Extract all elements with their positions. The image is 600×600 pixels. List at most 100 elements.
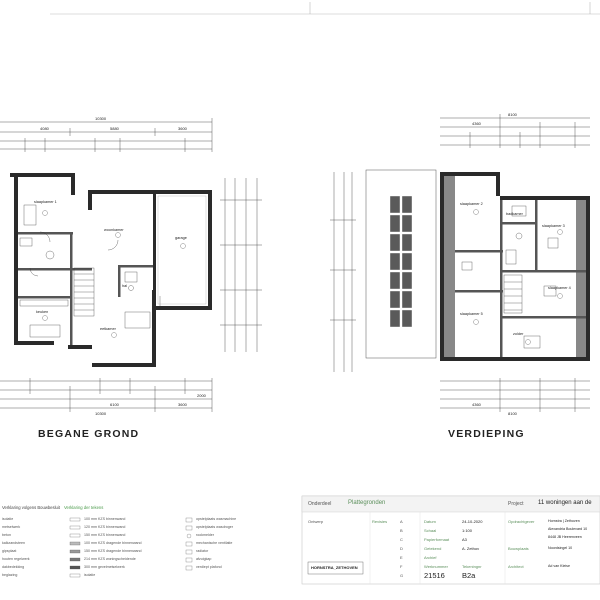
legend-item: 150 mm KZS binnenwand xyxy=(84,533,126,537)
legend-item: 100 mm KZS dragende binnenwand xyxy=(84,541,142,545)
room-label: badkamer xyxy=(506,212,523,216)
solar-panels xyxy=(389,195,413,328)
tb-getekend-value: A. Zethov xyxy=(462,546,480,551)
title-block-frame xyxy=(301,495,600,585)
tb-datum-value: 24-10-2020 xyxy=(462,519,483,524)
legend-heading-tekens: Verklaring der tekens xyxy=(64,505,104,510)
upper-stairs xyxy=(503,274,523,314)
tb-schaal-value: 1:100 xyxy=(462,528,473,533)
ground-inner-walls xyxy=(18,232,153,345)
legend-item: dakbedekking xyxy=(2,565,25,569)
ground-stairs xyxy=(73,267,95,317)
tb-ontwerp-label: Ontwerp xyxy=(308,519,324,524)
tb-werknummer-value: 21516 xyxy=(424,571,445,580)
legend-item: afzuigkap xyxy=(196,557,212,561)
tb-revisie-letter: G xyxy=(400,573,404,578)
ground-dim-bottom: 3600 xyxy=(178,402,187,407)
upper-floor-title: VERDIEPING xyxy=(448,428,525,440)
upper-dimension-lines-bottom xyxy=(440,378,590,412)
tb-archief-label: Archief xyxy=(424,555,437,560)
room-label: slaapkamer 2 xyxy=(460,202,483,206)
garage-area xyxy=(157,195,207,305)
room-label: keuken xyxy=(36,310,49,314)
ground-dim-top: 3600 xyxy=(178,126,187,131)
upper-dim-bottom: 4360 xyxy=(472,402,481,407)
tb-revisie-letter: C xyxy=(400,537,403,542)
ground-dimension-lines-bottom xyxy=(0,378,213,412)
upper-room-tags xyxy=(473,209,563,345)
legend-item: houten regelwerk xyxy=(2,557,30,561)
ground-dim-total-top: 10300 xyxy=(95,116,107,121)
tb-opdrachtgever-label: Opdrachtgever xyxy=(508,519,535,524)
legend-item: metselwerk xyxy=(2,525,21,529)
upper-outer-walls xyxy=(440,172,590,361)
tb-architect-label: Architect xyxy=(508,564,524,569)
legend-item: 120 mm KZS binnenwand xyxy=(84,525,126,529)
tb-bouwplaats-value: Noordsingel 10 xyxy=(548,546,573,550)
tb-formaat-value: A3 xyxy=(462,537,467,542)
legend-item: verdiept plafond xyxy=(196,565,222,569)
legend-item: opstelplaats wasdroger xyxy=(196,525,233,529)
tb-plaats-value: 8448 JB Heerenveen xyxy=(548,535,582,539)
legend-item: gipsplaat xyxy=(2,549,17,553)
tb-werknummer-label: Werknummer xyxy=(424,564,448,569)
tb-revisie-letter: F xyxy=(400,564,403,569)
ground-dim-total-bottom: 10300 xyxy=(95,411,107,416)
tb-tekening-value: B2a xyxy=(462,571,476,580)
tb-architect-value: Ad van Kleise xyxy=(548,564,570,568)
tb-tekening-label: Tekeningnr xyxy=(462,564,482,569)
ground-doors xyxy=(29,231,161,306)
tb-getekend-label: Getekend xyxy=(424,546,442,551)
roof-outline xyxy=(365,169,437,359)
legend-item: 100 mm KZS binnenwand xyxy=(84,517,126,521)
tb-project-label: Project xyxy=(508,501,524,507)
room-label: hal xyxy=(122,284,128,288)
room-label: slaapkamer 5 xyxy=(460,312,483,316)
legend-swatches xyxy=(69,517,193,578)
tb-revisie-letter: E xyxy=(400,555,403,560)
legend-item: isolatie xyxy=(84,573,96,577)
tb-bouwplaats-label: Bouwplaats xyxy=(508,546,529,551)
room-label: eetkamer xyxy=(100,327,116,331)
tb-adres-value: Alexandria Boulevard 10 xyxy=(548,527,588,531)
room-label: woonkamer xyxy=(104,228,124,232)
tb-opdrachtgever-value: Hornstra | Zethoven xyxy=(548,519,580,523)
legend-item: isolatie xyxy=(2,517,14,521)
upper-fixtures xyxy=(461,205,559,349)
legend-item: 150 mm KZS dragende binnenwand xyxy=(84,549,142,553)
room-label: slaapkamer 3 xyxy=(542,224,565,228)
room-label: slaapkamer 1 xyxy=(34,200,57,204)
tb-schaal-label: Schaal xyxy=(424,528,437,533)
tb-revisie-letter: B xyxy=(400,528,403,533)
tb-formaat-label: Papierformaat xyxy=(424,537,450,542)
tb-project-value: 11 woningen aan de xyxy=(538,500,592,506)
tb-datum-label: Datum xyxy=(424,519,436,524)
room-label: zolder xyxy=(513,332,524,336)
legend-item: beton xyxy=(2,533,11,537)
upper-inner-walls xyxy=(455,200,586,357)
ground-dim-bottom: 6100 xyxy=(110,402,119,407)
tb-revisies-label: Revisies xyxy=(372,519,388,524)
tb-onderdeel-value: Plattegronden xyxy=(348,500,386,506)
legend-item: radiator xyxy=(196,549,209,553)
upper-dimension-lines-top xyxy=(440,114,590,148)
ground-floor-plan xyxy=(0,118,262,412)
room-label: garage xyxy=(175,236,187,240)
tb-logo: HORNSTRA_ZETHOVEN xyxy=(311,565,358,570)
legend-item: opstelplaats wasmachine xyxy=(196,517,237,521)
ground-dim-bottom: 2000 xyxy=(197,393,206,398)
ground-floor-title: BEGANE GROND xyxy=(38,428,140,440)
ground-dim-top: 4080 xyxy=(40,126,49,131)
tb-onderdeel-label: Onderdeel xyxy=(308,501,332,507)
tb-revisie-letter: D xyxy=(400,546,403,551)
ground-outer-walls xyxy=(10,173,212,367)
upper-dim-top: 4360 xyxy=(472,121,481,126)
ground-dimension-lines-right xyxy=(220,178,262,352)
legend-item: kalkzandsteen xyxy=(2,541,25,545)
upper-dim-total-top: 8100 xyxy=(508,112,517,117)
ground-dim-top: 5880 xyxy=(110,126,119,131)
ground-room-tags xyxy=(42,210,186,338)
ground-fixtures xyxy=(19,204,151,338)
tb-revisie-letter: A xyxy=(400,519,403,524)
